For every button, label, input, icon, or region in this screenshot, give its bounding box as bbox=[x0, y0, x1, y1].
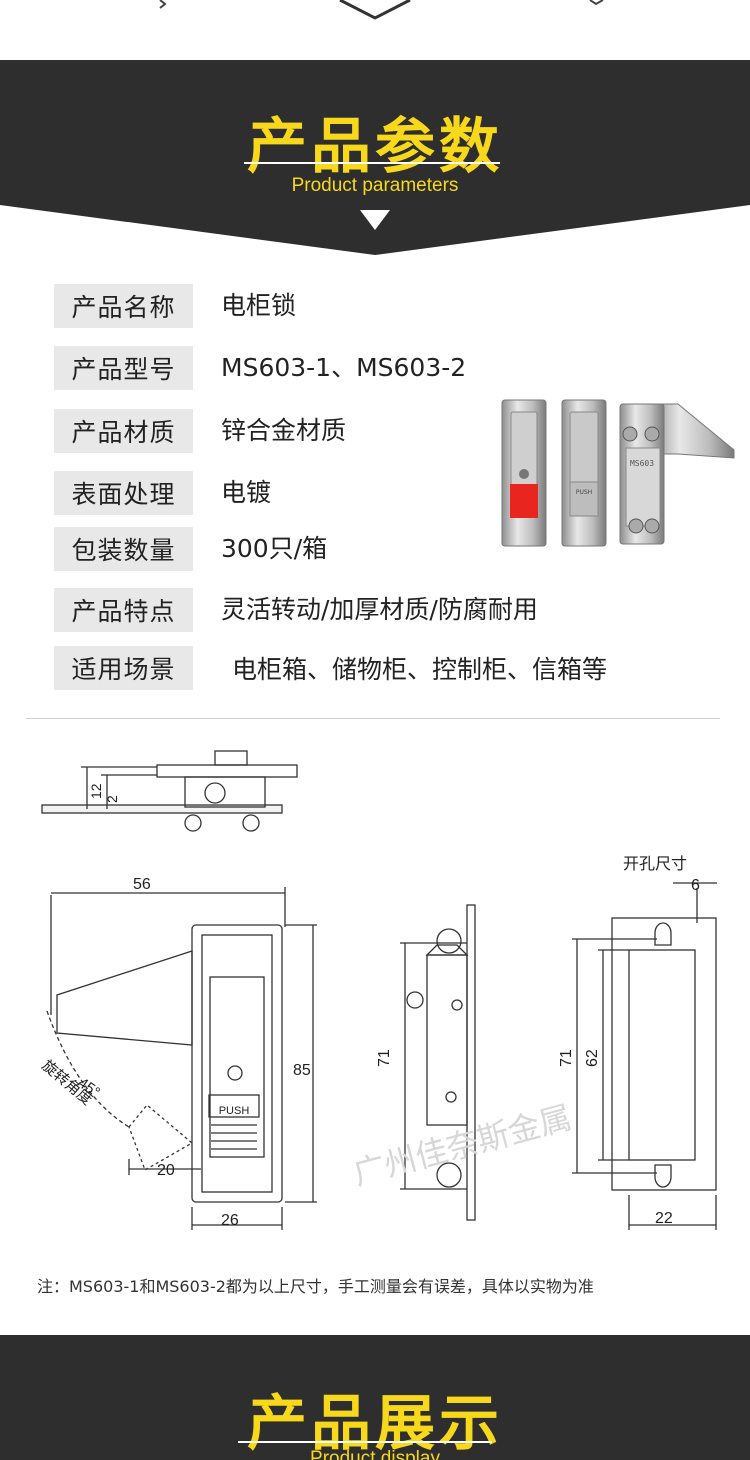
drawing-push-text: PUSH bbox=[219, 1105, 250, 1117]
param-value: 电镀 bbox=[221, 478, 272, 507]
dim-20-label: 20 bbox=[157, 1162, 175, 1179]
cutout-size-label: 开孔尺寸 bbox=[623, 855, 687, 873]
lock-front-red-view bbox=[501, 399, 547, 547]
dim-85-label: 85 bbox=[293, 1062, 311, 1079]
push-text: PUSH bbox=[576, 489, 592, 496]
dim-2-label: 2 bbox=[104, 795, 120, 803]
section-title: 产品参数 bbox=[247, 112, 503, 182]
param-label: 表面处理 bbox=[54, 471, 193, 515]
cutout-view bbox=[572, 882, 717, 1230]
param-value: 电柜锁 bbox=[221, 291, 297, 320]
param-row-surface: 表面处理 电镀 bbox=[0, 471, 750, 517]
top-strip bbox=[0, 0, 750, 60]
front-view bbox=[46, 887, 317, 1230]
side-view-top bbox=[41, 750, 298, 832]
dim-56-label: 56 bbox=[133, 876, 151, 893]
param-value: 锌合金材质 bbox=[221, 416, 347, 445]
dimension-note: 注：MS603-1和MS603-2都为以上尺寸，手工测量会有误差，具体以实物为准 bbox=[37, 1277, 594, 1296]
param-value: 300只/箱 bbox=[221, 534, 328, 563]
param-value: 电柜箱、储物柜、控制柜、信箱等 bbox=[232, 655, 608, 684]
watermark-text: 广州佳奈斯金属 bbox=[349, 1098, 575, 1193]
param-row-features: 产品特点 灵活转动/加厚材质/防腐耐用 bbox=[0, 588, 750, 634]
product-photo: PUSH MS603 bbox=[501, 399, 735, 547]
title-underline bbox=[244, 162, 500, 164]
lock-handle-view: MS603 bbox=[619, 403, 735, 545]
dim-71-side-label: 71 bbox=[376, 1049, 393, 1067]
param-label: 产品型号 bbox=[54, 346, 193, 390]
down-arrow-icon bbox=[360, 210, 390, 230]
chevron-outline-icon bbox=[159, 0, 604, 20]
lock-front-push-view: PUSH bbox=[561, 399, 607, 547]
param-value: 灵活转动/加厚材质/防腐耐用 bbox=[221, 595, 538, 624]
param-row-model: 产品型号 MS603-1、MS603-2 bbox=[0, 346, 750, 392]
param-label: 产品名称 bbox=[54, 284, 193, 328]
param-label: 产品材质 bbox=[54, 409, 193, 453]
param-label: 适用场景 bbox=[54, 646, 193, 690]
section-header-display: 产品展示 Product display bbox=[0, 1335, 750, 1460]
dim-12-label: 12 bbox=[88, 783, 104, 799]
section-title: 产品展示 bbox=[247, 1389, 503, 1459]
section-header-parameters: 产品参数 Product parameters bbox=[0, 60, 750, 255]
param-row-name: 产品名称 电柜锁 bbox=[0, 284, 750, 330]
section-subtitle: Product parameters bbox=[291, 175, 459, 196]
dim-22-label: 22 bbox=[655, 1210, 673, 1227]
section-divider bbox=[26, 718, 720, 719]
param-row-quantity: 包装数量 300只/箱 bbox=[0, 527, 750, 573]
dim-6-label: 6 bbox=[691, 877, 700, 894]
param-row-material: 产品材质 锌合金材质 bbox=[0, 409, 750, 455]
param-value: MS603-1、MS603-2 bbox=[221, 353, 467, 382]
technical-drawing: 12 2 56 85 45° 旋转角度 20 26 PUSH 71 开孔尺寸 6… bbox=[38, 750, 717, 1230]
param-label: 产品特点 bbox=[54, 588, 193, 632]
side-view-middle bbox=[400, 904, 476, 1221]
lock-marking-text: MS603 bbox=[630, 459, 654, 468]
section-subtitle: Product display bbox=[310, 1448, 440, 1460]
dim-62-label: 62 bbox=[584, 1049, 601, 1067]
title-underline bbox=[238, 1441, 492, 1443]
header-wedge-decoration bbox=[0, 205, 750, 255]
param-label: 包装数量 bbox=[54, 527, 193, 571]
dim-71-cutout-label: 71 bbox=[558, 1049, 575, 1067]
dim-26-label: 26 bbox=[221, 1212, 239, 1229]
param-row-usage: 适用场景 电柜箱、储物柜、控制柜、信箱等 bbox=[0, 646, 750, 716]
